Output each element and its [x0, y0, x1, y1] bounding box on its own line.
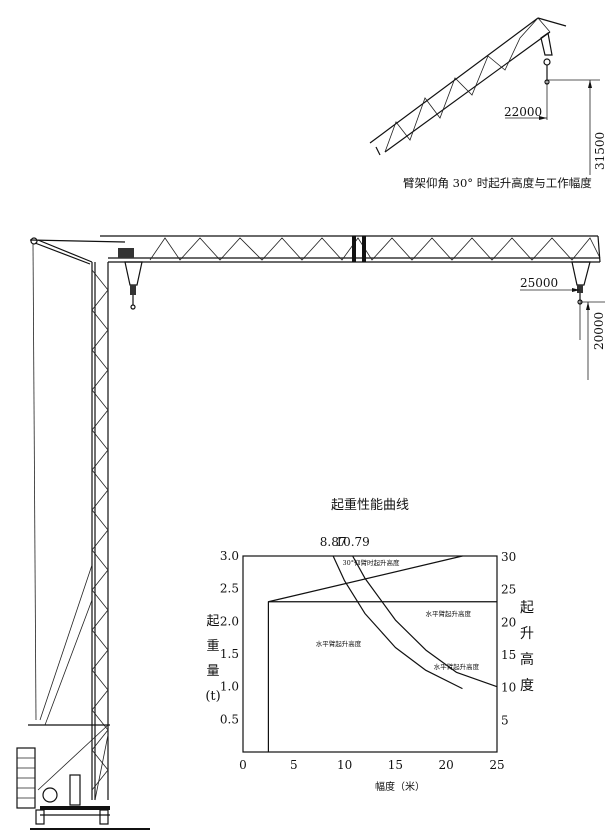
y2-label-char: 升 — [520, 626, 534, 642]
y-tick-label: 1.0 — [220, 680, 239, 694]
horizontal-dimensions — [520, 288, 605, 380]
x-tick-label: 25 — [489, 758, 504, 772]
y2-tick-label: 10 — [501, 681, 516, 695]
curve-annotation: 水平臂起升高度 — [425, 609, 471, 618]
curve-annotation: 水平臂起升高度 — [316, 639, 362, 648]
y2-label-char: 度 — [520, 678, 534, 694]
inclined-dimensions — [505, 79, 600, 175]
trolley-hook-right — [571, 261, 591, 305]
y2-tick-label: 5 — [501, 713, 509, 727]
y2-tick-label: 30 — [501, 550, 516, 564]
dim-31500: 31500 — [593, 132, 607, 170]
y2-tick-label: 20 — [501, 615, 516, 629]
y-tick-label: 1.5 — [220, 647, 239, 661]
y2-tick-label: 15 — [501, 648, 516, 662]
plot-frame — [242, 555, 498, 753]
y-tick-label: 3.0 — [220, 549, 239, 563]
x-tick-label: 5 — [290, 758, 298, 772]
base — [16, 747, 150, 830]
y-label-char: (t) — [205, 689, 220, 704]
y2-tick-label: 25 — [501, 583, 516, 597]
inclined-jib — [369, 17, 567, 156]
y2-label-char: 高 — [520, 651, 534, 668]
dim-25000: 25000 — [520, 276, 558, 290]
curve-annotation: 30°仰臂时起升高度 — [343, 558, 401, 567]
curve-annotation: 水平臂起升高度 — [434, 662, 480, 671]
y-tick-label: 0.5 — [220, 712, 239, 726]
y2-label-char: 起 — [520, 600, 534, 616]
series-height-horizontal-jib — [267, 601, 497, 752]
y-label-char: 起 — [206, 614, 219, 629]
jib — [29, 235, 601, 721]
x-tick-label: 10 — [337, 758, 352, 772]
top-radius-label: 8.87 — [320, 535, 347, 549]
top-radius-label: 10.79 — [335, 535, 369, 549]
y-tick-label: 2.0 — [220, 614, 239, 628]
y-tick-label: 2.5 — [220, 582, 239, 596]
y2-axis-label: 起升高度 — [520, 600, 534, 694]
x-axis-label: 幅度（米） — [375, 780, 425, 793]
chart-title: 起重性能曲线 — [331, 497, 409, 513]
y-axis-label: 起重量 (t) — [205, 614, 220, 704]
y-label-char: 重 — [206, 638, 219, 654]
dim-22000: 22000 — [504, 105, 542, 119]
mast — [28, 262, 110, 801]
x-tick-label: 0 — [239, 758, 247, 772]
series-load-curve-10.79 — [352, 555, 498, 688]
x-tick-label: 15 — [388, 758, 403, 772]
y-label-char: 量 — [206, 664, 219, 679]
series-load-curve-8.87 — [332, 555, 463, 690]
x-tick-label: 20 — [439, 758, 454, 772]
trolley-hook-left — [118, 248, 143, 310]
series-height-30deg-jib — [268, 555, 463, 603]
inclined-caption: 臂架仰角 30° 时起升高度与工作幅度 — [403, 176, 592, 190]
dim-20000: 20000 — [592, 312, 606, 350]
